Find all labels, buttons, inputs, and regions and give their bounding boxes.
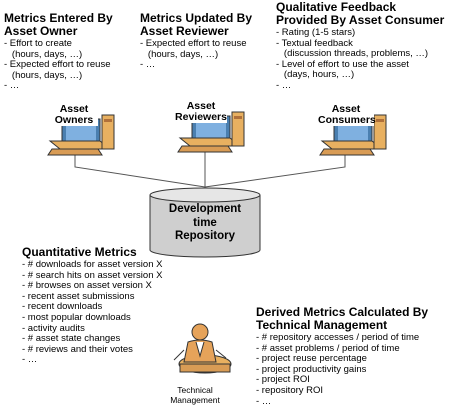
derived-metrics-heading: Derived Metrics Calculated By Technical … (256, 305, 429, 332)
reviewer-metrics-block: Metrics Updated By Asset Reviewer - Expe… (140, 12, 270, 71)
list-item: - repository ROI (256, 384, 324, 396)
owner-metrics-block: Metrics Entered By Asset Owner - Effort … (4, 12, 139, 92)
list-item: - # browses on asset version X (22, 280, 152, 292)
list-item: - … (140, 59, 156, 71)
list-item: - # asset problems / period of time (256, 342, 400, 354)
list-item: - Rating (1-5 stars) (276, 27, 356, 38)
list-item: - Textual feedback (276, 37, 353, 49)
list-item: - activity audits (22, 322, 85, 334)
person-icon (173, 323, 232, 374)
list-item: - … (276, 79, 292, 91)
manager-label: Technical Management (170, 385, 220, 405)
consumer-feedback-heading: Qualitative Feedback Provided By Asset C… (276, 0, 445, 27)
list-item: - Expected effort to reuse (4, 59, 111, 71)
list-item: - # repository accesses / period of time (256, 332, 420, 343)
reviewer-metrics-list: - Expected effort to reuse (hours, days,… (140, 38, 270, 71)
consumer-feedback-block: Qualitative Feedback Provided By Asset C… (276, 1, 458, 92)
actor-label-owners: Asset Owners (50, 104, 98, 126)
list-item: - project productivity gains (256, 363, 367, 375)
computer-icon-reviewers (177, 111, 245, 153)
list-item: - Level of effort to use the asset (276, 58, 409, 70)
list-item: - # reviews and their votes (22, 343, 133, 355)
list-item: - project reuse percentage (256, 353, 367, 365)
derived-metrics-list: - # repository accesses / period of time… (256, 332, 456, 407)
quantitative-metrics-list: - # downloads for asset version X - # se… (22, 259, 212, 366)
list-item: - Expected effort to reuse (140, 38, 247, 49)
actor-label-consumers: Asset Consumers (318, 103, 376, 126)
actor-label-reviewers: Asset Reviewers (175, 100, 227, 123)
list-item: (discussion threads, problems, …) (276, 48, 429, 60)
connector-lines (74, 150, 346, 188)
list-item: (hours, days, …) (140, 48, 219, 60)
database-icon (149, 187, 261, 258)
list-item: - recent downloads (22, 301, 103, 313)
list-item: - recent asset submissions (22, 290, 135, 302)
list-item: - Effort to create (4, 38, 72, 49)
quantitative-metrics-block: Quantitative Metrics - # downloads for a… (22, 246, 212, 366)
list-item: - # search hits on asset version X (22, 269, 163, 281)
list-item: (hours, days, …) (4, 69, 83, 81)
consumer-feedback-list: - Rating (1-5 stars) - Textual feedback … (276, 27, 458, 92)
list-item: - # downloads for asset version X (22, 259, 163, 270)
owner-metrics-heading: Metrics Entered By Asset Owner (4, 11, 113, 38)
owner-metrics-list: - Effort to create (hours, days, …) - Ex… (4, 38, 139, 92)
list-item: - project ROI (256, 374, 310, 386)
list-item: - # asset state changes (22, 333, 121, 345)
list-item: - … (22, 354, 38, 366)
list-item: (hours, days, …) (4, 48, 83, 60)
connector-consumers (204, 150, 346, 188)
list-item: - … (4, 80, 20, 92)
derived-metrics-block: Derived Metrics Calculated By Technical … (256, 306, 456, 407)
connector-owners (74, 150, 206, 188)
list-item: (days, hours, …) (276, 69, 355, 81)
list-item: - … (256, 395, 272, 407)
list-item: - most popular downloads (22, 311, 131, 323)
quantitative-metrics-heading: Quantitative Metrics (22, 245, 137, 259)
repository-label: Development time Repository (168, 203, 242, 242)
reviewer-metrics-heading: Metrics Updated By Asset Reviewer (140, 11, 253, 38)
